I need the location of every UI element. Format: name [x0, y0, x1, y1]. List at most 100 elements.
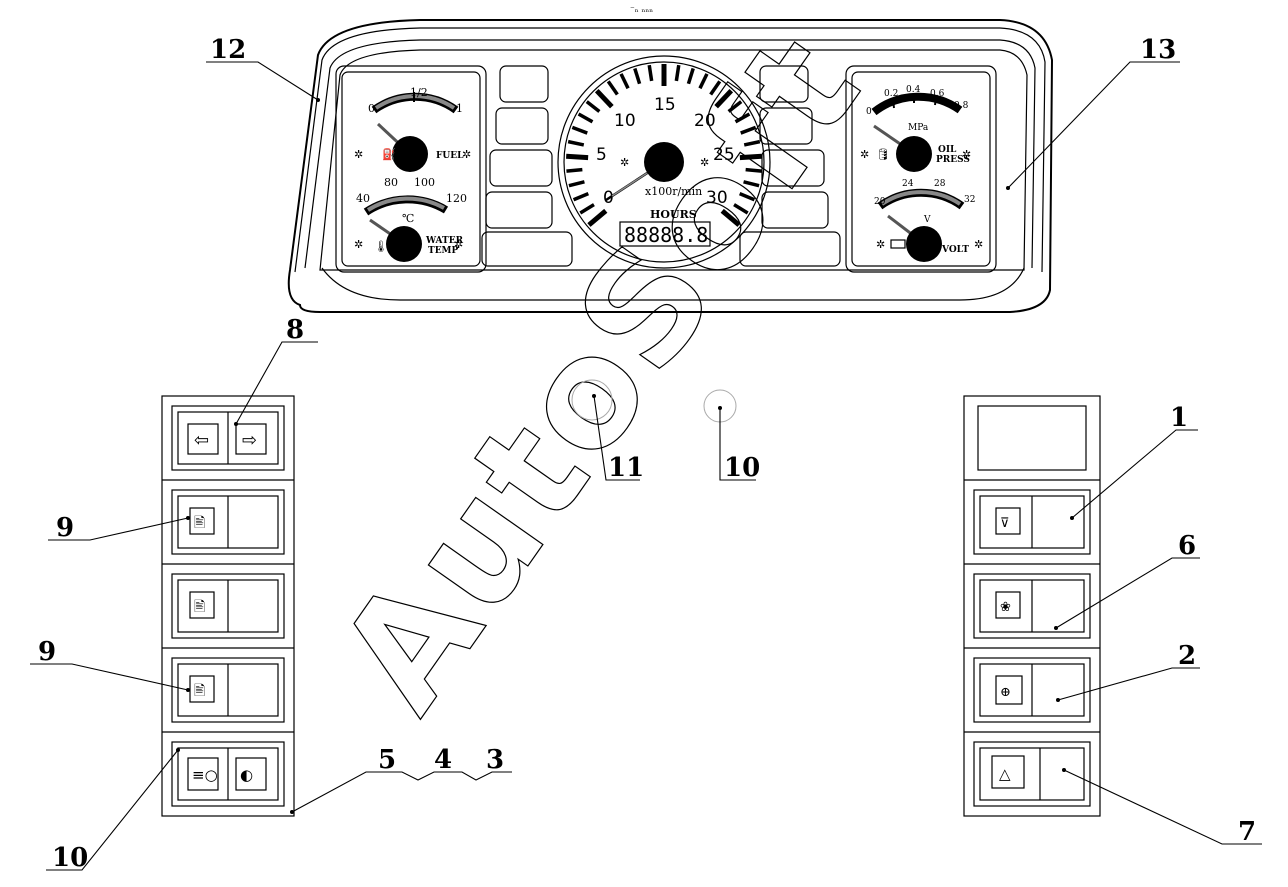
- oil-gauge-hub: [896, 136, 932, 172]
- tacho-tick: [579, 203, 595, 215]
- tacho-tick: [606, 80, 619, 96]
- indicator-lamp-12: [571, 379, 613, 421]
- watermark: AutoSoft: [306, 3, 896, 741]
- oil-scale-0.8: 0.8: [954, 101, 969, 111]
- svg-text:✲: ✲: [962, 148, 971, 161]
- svg-text:✲: ✲: [974, 238, 983, 251]
- tacho-tick: [567, 139, 585, 147]
- volt-scale-32: 32: [964, 195, 975, 205]
- tacho-tick: [686, 67, 695, 85]
- right-switch-panel: ⊽ ❀ ⊕ △: [963, 395, 1101, 817]
- volt-scale-20: 20: [874, 197, 886, 207]
- callout-2: 2: [1178, 641, 1196, 671]
- tacho-unit: x100r/min: [645, 185, 702, 198]
- callout-7: 7: [1238, 817, 1256, 847]
- tacho-tick: [727, 100, 743, 113]
- temp-scale-120: 120: [446, 192, 467, 205]
- tacho-tick: [698, 73, 709, 90]
- fuel-gauge-hub: [392, 136, 428, 172]
- callout-10: 10: [52, 843, 88, 873]
- tacho-tick: [738, 191, 756, 202]
- turn-signal-switch[interactable]: ⇦ ⇨: [171, 405, 285, 471]
- tacho-tick: [739, 153, 762, 161]
- turn-left-icon: ⇦: [194, 430, 209, 451]
- tacho-tick: [674, 64, 681, 82]
- tacho-mark-5: 5: [596, 145, 607, 165]
- temp-label-1: WATER: [425, 236, 464, 246]
- beacon-icon: ⊕: [1000, 685, 1011, 700]
- callout-9b: 9: [38, 637, 56, 667]
- svg-text:✲: ✲: [700, 156, 709, 169]
- water-temp-gauge: 40 80 100 120 ℃ 🌡 WATER TEMP ✲ ✲: [354, 176, 467, 262]
- headlight-switch[interactable]: ≡○ ◐: [171, 741, 285, 807]
- fuel-scale-1: 1: [456, 102, 463, 115]
- instrument-cluster: 0 5 10 15 20 25 30 x100r/min HOURS 88888…: [287, 19, 1054, 313]
- tacho-tick: [571, 125, 588, 135]
- temp-scale-40: 40: [356, 192, 370, 205]
- temp-label-2: TEMP: [428, 246, 459, 256]
- beacon-switch[interactable]: ⊕: [973, 657, 1091, 723]
- svg-text:✲: ✲: [354, 148, 363, 161]
- oil-label-2: PRESS: [936, 155, 970, 165]
- svg-text:AutoSoft: AutoSoft: [307, 4, 896, 741]
- tachometer: 0 5 10 15 20 25 30 x100r/min HOURS 88888…: [557, 55, 771, 269]
- tachometer-hub: [644, 142, 684, 182]
- tacho-tick: [572, 191, 590, 202]
- tacho-tick: [566, 153, 589, 161]
- callouts: 12 13 8 9 9 10 5 4 3 11 10 1 6 2: [30, 35, 1262, 873]
- tacho-tick: [587, 208, 608, 227]
- washer-switch[interactable]: ❀: [973, 573, 1091, 639]
- work-light-icon: 🖹: [194, 515, 205, 531]
- callout-5: 5: [378, 745, 396, 775]
- svg-text:✲: ✲: [354, 238, 363, 251]
- oil-scale-0.2: 0.2: [884, 89, 898, 99]
- work-light-switch-front[interactable]: 🖹: [171, 657, 285, 723]
- temp-gauge-hub: [386, 226, 422, 262]
- hour-meter-value: 88888.8: [624, 223, 708, 247]
- svg-text:✲: ✲: [462, 148, 471, 161]
- header-mark: ⁻ₙ ₙₙₙ: [630, 5, 653, 15]
- tacho-tick: [566, 167, 583, 173]
- work-light-switch[interactable]: 🖹: [171, 573, 285, 639]
- tacho-tick: [709, 80, 722, 96]
- tacho-tick: [714, 89, 734, 109]
- turn-right-icon: ⇨: [242, 430, 257, 451]
- fuel-label: FUEL: [436, 151, 464, 161]
- fuel-scale-0: 0: [368, 102, 375, 115]
- tacho-mark-10: 10: [614, 111, 636, 131]
- work-light-icon: 🖹: [194, 599, 205, 615]
- hazard-switch[interactable]: △: [973, 741, 1091, 807]
- callout-3: 3: [486, 745, 504, 775]
- callout-11: 10: [724, 453, 760, 483]
- washer-icon: ❀: [1000, 600, 1011, 615]
- high-beam-icon: ◐: [240, 766, 253, 784]
- oil-can-icon: 🛢: [876, 148, 890, 161]
- tacho-tick: [619, 73, 630, 90]
- work-light-switch-rear[interactable]: 🖹: [171, 489, 285, 555]
- tacho-mark-20: 20: [694, 111, 716, 131]
- battery-icon: [890, 239, 906, 249]
- tacho-tick: [734, 112, 751, 124]
- callout-6: 6: [1178, 531, 1196, 561]
- tacho-tick: [745, 167, 762, 173]
- svg-text:✲: ✲: [860, 148, 869, 161]
- tacho-tick: [743, 180, 760, 188]
- wiper-switch[interactable]: ⊽: [973, 489, 1091, 555]
- tachometer-ticks: [566, 64, 762, 227]
- callout-8: 8: [286, 315, 304, 345]
- tacho-tick: [740, 125, 757, 135]
- oil-scale-0.6: 0.6: [930, 89, 945, 99]
- tacho-mark-25: 25: [713, 145, 735, 165]
- oil-pressure-gauge: 0 0.2 0.4 0.6 0.8 MPa 🛢 OIL PRESS ✲ ✲: [860, 85, 971, 172]
- hours-label: HOURS: [650, 208, 697, 221]
- tacho-mark-15: 15: [654, 95, 676, 115]
- tacho-mark-30: 30: [706, 188, 728, 208]
- tacho-tick: [720, 208, 741, 227]
- volt-unit: V: [923, 215, 931, 225]
- volt-scale-28: 28: [934, 179, 946, 189]
- tacho-tick: [594, 89, 614, 109]
- oil-scale-0.4: 0.4: [906, 85, 921, 95]
- oil-unit: MPa: [908, 123, 929, 133]
- thermometer-icon: 🌡: [374, 240, 388, 253]
